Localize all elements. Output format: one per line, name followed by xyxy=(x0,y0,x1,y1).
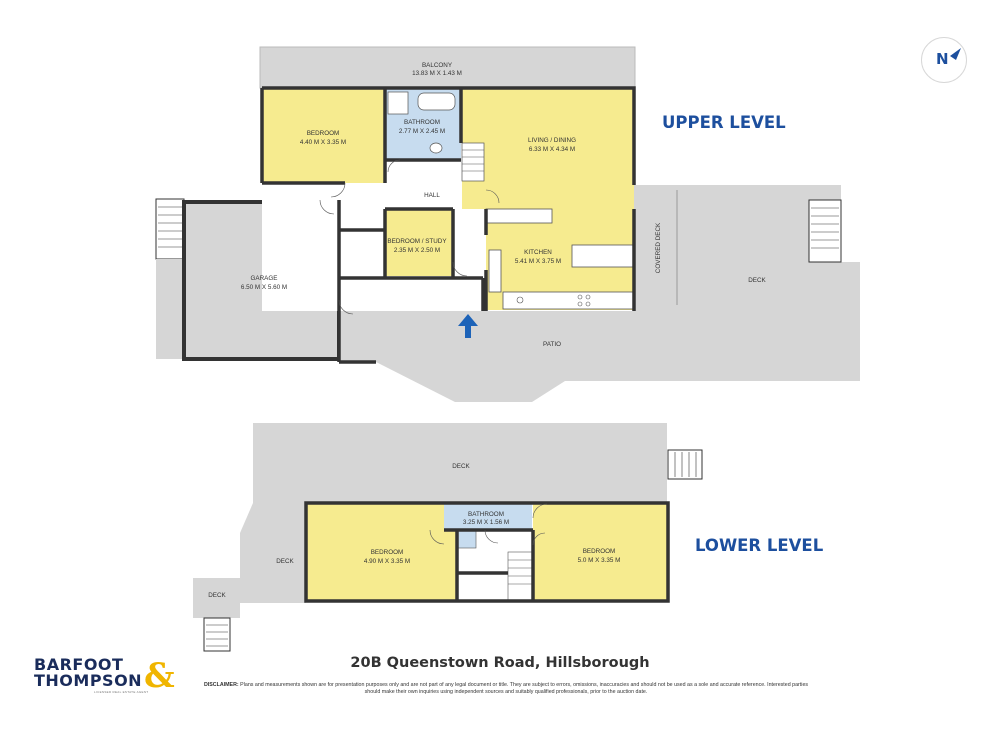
deck-lower-small-name: DECK xyxy=(208,592,226,599)
living-dining-name: LIVING / DINING xyxy=(528,137,576,144)
kitchen-name: KITCHEN xyxy=(524,249,552,256)
garage-dims: 6.50 M X 5.60 M xyxy=(241,284,287,291)
bedroom-study-dims: 2.35 M X 2.50 M xyxy=(394,247,440,254)
bedroom-upper-dims: 4.40 M X 3.35 M xyxy=(300,139,346,146)
deck-lower-side-area xyxy=(253,503,306,603)
deck-lower-small-area xyxy=(193,578,240,618)
living-dining-dims: 6.33 M X 4.34 M xyxy=(529,146,575,153)
living-dining-area xyxy=(462,89,634,209)
bedroom-lower-right-name: BEDROOM xyxy=(583,548,616,555)
north-label: N xyxy=(936,50,949,68)
bathroom-lower-area xyxy=(444,504,532,530)
compass: N xyxy=(921,37,967,83)
bedroom-lower-left-name: BEDROOM xyxy=(371,549,404,556)
hall-name: HALL xyxy=(424,192,440,199)
bedroom-lower-right-area xyxy=(533,504,667,600)
disclaimer: DISCLAIMER: Plans and measurements shown… xyxy=(196,682,816,695)
kitchen-dims: 5.41 M X 3.75 M xyxy=(515,258,561,265)
lower-level-heading: LOWER LEVEL xyxy=(695,536,824,555)
deck-lower-top-name: DECK xyxy=(452,463,470,470)
stairs-lower-right xyxy=(667,449,703,480)
entry-arrow xyxy=(458,314,478,338)
property-address-line: 20B Queenstown Road, Hillsborough xyxy=(350,655,650,671)
bathroom-lower-name: BATHROOM xyxy=(468,511,504,518)
stairs-right xyxy=(808,199,842,263)
deck-lower-top-area xyxy=(253,423,667,503)
stairs-left xyxy=(155,198,185,260)
side-landing xyxy=(156,259,184,359)
brand-subtitle: LICENSED REAL ESTATE AGENT xyxy=(94,690,149,694)
bedroom-lower-left-dims: 4.90 M X 3.35 M xyxy=(364,558,410,565)
brand-ampersand: & xyxy=(144,656,175,696)
bedroom-lower-right-dims: 5.0 M X 3.35 M xyxy=(578,557,621,564)
covered-deck-name: COVERED DECK xyxy=(655,222,662,273)
deck-lower-connector xyxy=(240,503,253,603)
bedroom-lower-left-area xyxy=(307,504,457,600)
garage-name: GARAGE xyxy=(251,275,278,282)
disclaimer-text: Plans and measurements shown are for pre… xyxy=(240,682,809,695)
balcony-name: BALCONY xyxy=(422,62,453,69)
brand-line2: THOMPSON xyxy=(34,671,143,690)
north-arrow-icon xyxy=(950,48,961,60)
bathroom-upper-name: BATHROOM xyxy=(404,119,440,126)
covered-deck-area xyxy=(634,185,677,311)
bathroom-lower-dims: 3.25 M X 1.56 M xyxy=(463,519,509,526)
balcony-area xyxy=(259,46,636,89)
bedroom-upper-area xyxy=(263,89,385,183)
balcony-dims: 13.83 M X 1.43 M xyxy=(412,70,462,77)
brand-logo: BARFOOT THOMPSON & LICENSED REAL ESTATE … xyxy=(34,655,175,707)
deck-lower-side-name: DECK xyxy=(276,558,294,565)
disclaimer-title: DISCLAIMER: xyxy=(203,682,239,688)
brand-line1: BARFOOT xyxy=(34,655,124,674)
bathroom-upper-dims: 2.77 M X 2.45 M xyxy=(399,128,445,135)
bedroom-study-name: BEDROOM / STUDY xyxy=(387,238,447,245)
bedroom-study-area xyxy=(386,210,453,276)
patio-name: PATIO xyxy=(543,341,561,348)
upper-level-heading: UPPER LEVEL xyxy=(662,113,786,132)
deck-extension xyxy=(750,262,860,311)
deck-upper-name: DECK xyxy=(748,277,766,284)
stairs-lower-left xyxy=(203,617,231,652)
bedroom-upper-name: BEDROOM xyxy=(307,130,340,137)
